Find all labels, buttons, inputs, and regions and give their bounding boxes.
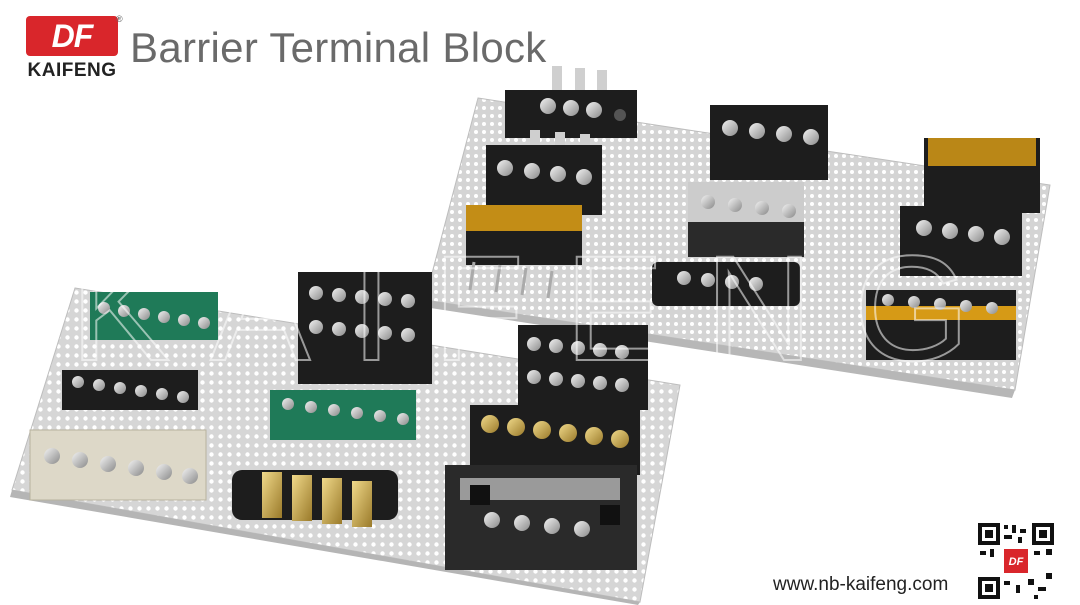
website-url[interactable]: www.nb-kaifeng.com [773, 574, 949, 595]
amber-strip-terminal-block [866, 290, 1016, 360]
df-logo-mark: DF [26, 16, 118, 56]
black-double-row-terminal-block-right [518, 325, 648, 410]
qr-code-icon: DF [976, 521, 1056, 601]
black-flange-terminal-block [652, 262, 800, 306]
large-black-cover-terminal-block [445, 465, 637, 570]
beige-terminal-block [29, 429, 207, 501]
logo-wordmark: KAIFENG [27, 60, 117, 81]
amber-top-terminal-block-right [924, 138, 1040, 213]
green-terminal-block-left [90, 292, 218, 340]
registered-mark-icon: ® [116, 14, 123, 24]
page-title: Barrier Terminal Block [130, 24, 547, 71]
amber-cover-terminal-block [466, 205, 582, 299]
black-double-row-terminal-block [298, 272, 432, 384]
black-terminal-block-4pole [486, 145, 602, 215]
black-brass-flange-terminal-block [232, 470, 398, 527]
black-terminal-block-small [62, 370, 198, 410]
green-terminal-block-middle [270, 390, 416, 440]
black-brass-terminal-block [470, 405, 640, 475]
black-terminal-block-top-center [710, 105, 828, 180]
black-terminal-block-right [900, 206, 1022, 276]
svg-text:DF: DF [1009, 556, 1024, 568]
clear-cover-terminal-block [688, 182, 804, 257]
kaifeng-logo: DF ® KAIFENG [22, 14, 126, 82]
